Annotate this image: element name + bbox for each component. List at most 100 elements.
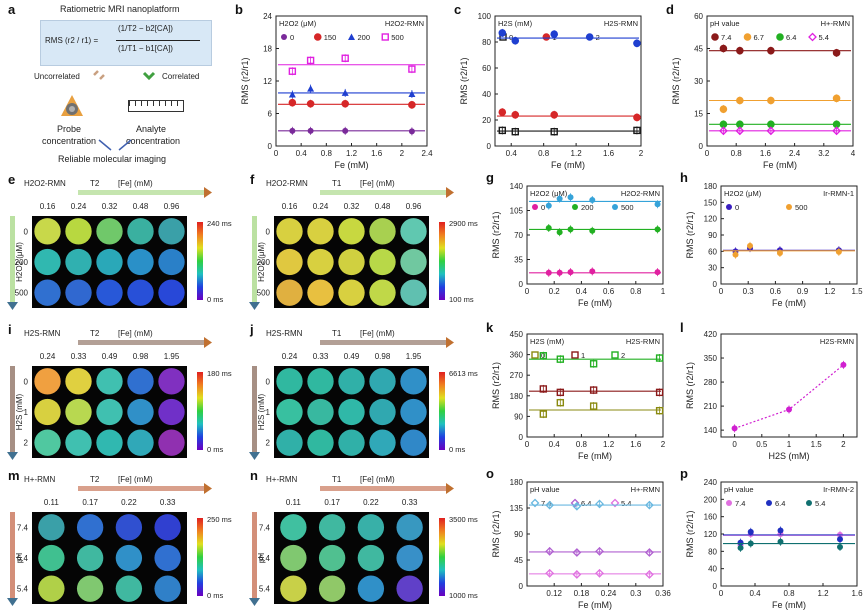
probe-icon	[60, 94, 84, 118]
data-point	[736, 46, 744, 55]
legend-marker	[570, 498, 580, 508]
data-point	[498, 29, 507, 37]
row-label: 1	[24, 408, 29, 417]
mri-well	[396, 575, 423, 602]
mri-well	[307, 429, 334, 456]
data-point	[288, 91, 296, 98]
data-point	[307, 127, 314, 134]
data-point	[719, 44, 728, 53]
y-tick-label: 0	[487, 142, 492, 151]
formula-box	[40, 20, 212, 66]
x-tick-label: 3.2	[818, 149, 830, 158]
y-tick-label: 18	[263, 45, 272, 54]
legend-marker	[585, 33, 594, 41]
fe-label: 0.24	[282, 352, 298, 361]
mri-well	[338, 368, 365, 395]
legend-title: H2S (mM)	[530, 337, 565, 346]
row-label: 1	[266, 408, 271, 417]
x-tick-label: 0.24	[601, 589, 617, 598]
row-axis-label: H2S (mM)	[15, 393, 24, 430]
data-point	[556, 195, 563, 202]
color-scale-bar	[197, 372, 203, 450]
data-point	[550, 30, 559, 39]
y-tick-label: 70	[514, 231, 523, 240]
y-axis-label: RMS (r2/r1)	[459, 57, 469, 104]
x-axis-label: Fe (mM)	[335, 160, 369, 170]
fe-label: 0.16	[282, 202, 298, 211]
mri-well	[369, 429, 396, 456]
data-point	[408, 90, 416, 97]
x-tick-label: 0.8	[576, 440, 588, 449]
legend-marker	[281, 34, 287, 40]
grid-mode: T1	[332, 475, 342, 484]
mri-well	[34, 429, 61, 456]
legend-marker	[612, 204, 618, 210]
legend-label: 5.4	[819, 33, 829, 42]
header-arrow	[78, 190, 204, 195]
data-point	[572, 501, 582, 511]
mri-well	[369, 248, 396, 276]
data-point	[288, 67, 297, 75]
mri-well	[115, 544, 143, 572]
row-label: 0	[24, 377, 29, 386]
data-point	[767, 46, 775, 55]
legend-marker	[531, 351, 539, 359]
data-point	[556, 269, 563, 276]
header-arrowhead	[446, 483, 454, 494]
x-tick-label: 1.2	[817, 589, 829, 598]
data-point	[719, 105, 728, 113]
mri-well	[96, 248, 123, 276]
data-point	[550, 111, 559, 119]
mri-well	[307, 398, 334, 426]
x-axis-label: Fe (mM)	[772, 298, 806, 308]
color-scale-max: 250 ms	[207, 515, 232, 524]
fe-label: 0.11	[44, 498, 60, 507]
y-tick-label: 180	[510, 392, 524, 401]
mri-well	[34, 218, 61, 245]
x-axis-label: Fe (mM)	[578, 451, 612, 461]
legend-marker	[572, 204, 578, 210]
color-scale-min: 0 ms	[207, 445, 224, 454]
x-tick-label: 0.8	[321, 149, 333, 158]
x-tick-label: 0	[274, 149, 279, 158]
legend-label: 7.4	[721, 33, 731, 42]
data-point	[307, 85, 315, 92]
data-point	[776, 249, 783, 256]
fe-label: 0.33	[160, 498, 176, 507]
row-label: 2	[266, 439, 271, 448]
legend-marker	[348, 33, 355, 40]
mri-well	[280, 575, 307, 602]
data-point	[556, 398, 565, 407]
fe-label: 0.32	[344, 202, 360, 211]
fe-label: 0.32	[102, 202, 118, 211]
x-tick-label: 2	[841, 440, 846, 449]
mri-well	[369, 279, 396, 306]
panel-letter-e: e	[8, 172, 16, 187]
probe-label-1: Probe	[57, 124, 82, 134]
mri-well	[158, 398, 185, 426]
row-axis-label: H2O2 (μM)	[15, 242, 24, 282]
x-tick-label: 0.8	[731, 149, 743, 158]
legend-marker	[711, 33, 719, 41]
mri-well	[65, 398, 92, 426]
panel-letter-k: k	[486, 320, 494, 335]
data-point	[732, 251, 739, 258]
mri-well	[318, 575, 346, 602]
chart-title: H2O2-RMN	[621, 189, 660, 198]
row-label: 200	[15, 258, 29, 267]
y-tick-label: 80	[482, 38, 491, 47]
data-point	[589, 268, 596, 275]
y-tick-label: 80	[708, 547, 717, 556]
legend-title: H2O2 (μM)	[530, 189, 568, 198]
schematic-title: Ratiometric MRI nanoplatform	[60, 4, 180, 14]
x-tick-label: 1.6	[851, 589, 863, 598]
chart-title: H2S-RMN	[820, 337, 854, 346]
legend-label: 2	[621, 351, 625, 360]
grid-mode: T2	[90, 475, 100, 484]
analyte-label-1: Analyte	[136, 124, 167, 134]
grid-conc-label: [Fe] (mM)	[360, 179, 395, 188]
row-label: 6.4	[17, 554, 29, 563]
data-point	[777, 538, 784, 545]
